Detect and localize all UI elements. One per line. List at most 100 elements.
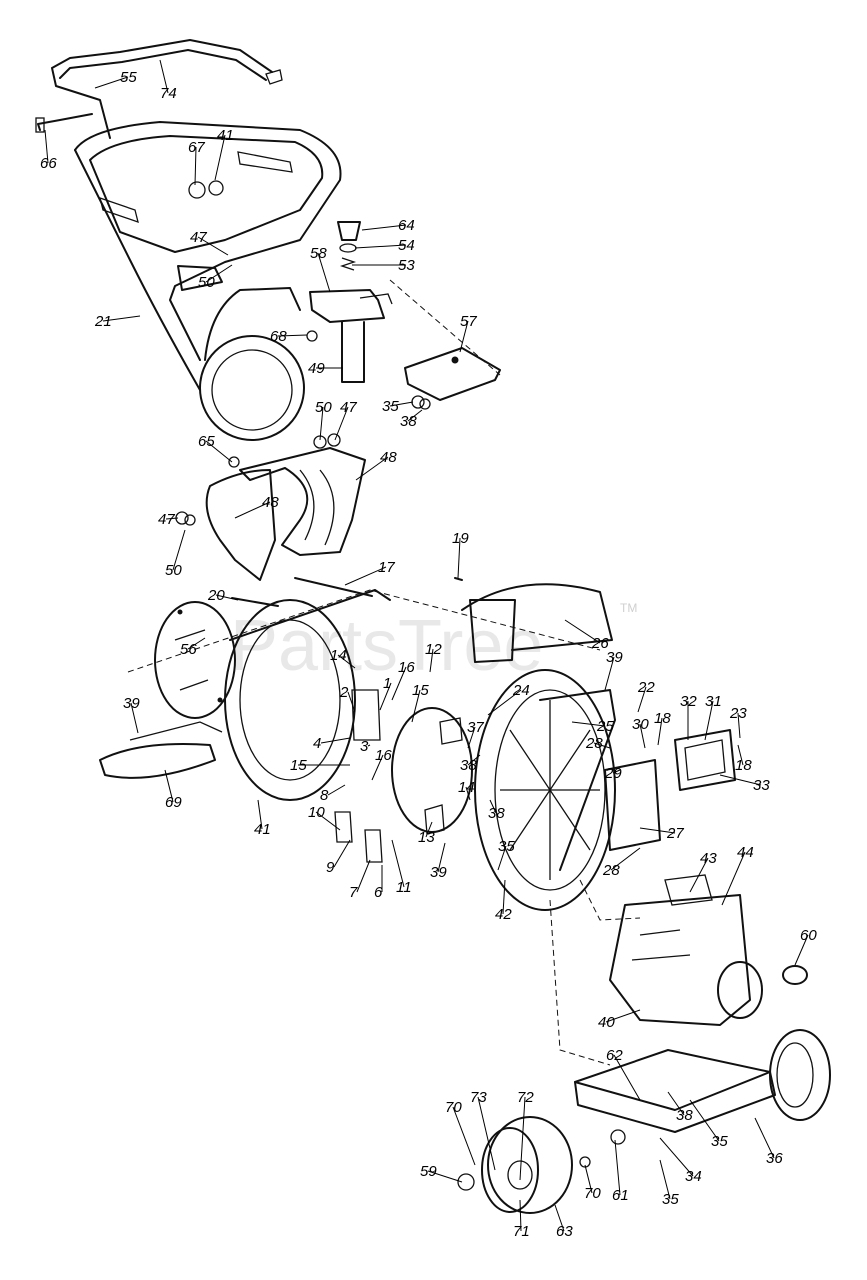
callout-label-c44: 44 — [737, 844, 754, 861]
callout-leader-c26 — [564, 619, 601, 644]
callout-label-c47a: 47 — [190, 229, 207, 246]
callout-label-c70b: 70 — [584, 1185, 601, 1202]
callout-label-c64: 64 — [398, 217, 415, 234]
callout-leader-c64 — [361, 224, 407, 231]
callout-leader-c62 — [613, 1054, 641, 1101]
engine-part — [609, 874, 763, 1026]
callout-leader-c30 — [639, 723, 646, 749]
callout-label-c41b: 41 — [254, 821, 271, 838]
callout-label-c43: 43 — [700, 850, 717, 867]
callout-label-c35d: 35 — [662, 1191, 679, 1208]
callout-label-c27: 27 — [666, 825, 684, 842]
callout-label-c17: 17 — [378, 559, 395, 576]
callout-leader-c29 — [612, 769, 621, 774]
callout-leader-c70b — [584, 1164, 593, 1194]
callout-leader-c39a — [604, 656, 615, 691]
callout-leader-c68 — [277, 334, 308, 337]
shaft-and-bolts-part — [231, 577, 463, 607]
callout-leader-c35b — [497, 845, 507, 871]
callout-label-c21: 21 — [94, 313, 112, 330]
callout-leader-c25 — [571, 721, 606, 727]
callout-label-c39c: 39 — [430, 864, 447, 881]
callout-label-c70a: 70 — [445, 1099, 462, 1116]
callout-leader-c72 — [519, 1096, 526, 1181]
callout-label-c39b: 39 — [123, 695, 140, 712]
callout-label-c25: 25 — [596, 718, 614, 735]
callout-leader-c4 — [320, 737, 351, 744]
callout-label-c67: 67 — [188, 139, 205, 156]
callout-leader-c70a — [452, 1106, 476, 1166]
callout-leader-c67 — [194, 146, 197, 186]
callout-leader-c13 — [425, 821, 433, 838]
callout-leader-c50c — [172, 529, 186, 571]
assembly-guide-lines — [127, 279, 641, 1066]
callout-leader-c47b — [334, 406, 349, 441]
callout-leader-c38a — [407, 409, 423, 422]
callout-leader-c47a — [197, 236, 229, 256]
callout-leader-c10 — [315, 811, 341, 831]
callout-leader-c16b — [371, 754, 384, 781]
callout-label-c28a: 28 — [585, 735, 603, 752]
callout-label-c38d: 38 — [676, 1107, 693, 1124]
callout-leader-c40 — [605, 1009, 641, 1023]
callout-leader-c39c — [437, 842, 446, 873]
callout-label-c63: 63 — [556, 1223, 573, 1240]
watermark-text: PartsTree — [230, 606, 543, 686]
callout-leader-c28a — [593, 742, 611, 749]
callout-leader-c9 — [333, 839, 351, 868]
callout-label-c35a: 35 — [382, 398, 399, 415]
callout-leader-c8 — [327, 784, 346, 796]
callout-leader-c43 — [689, 857, 709, 893]
callout-leader-c14a — [337, 654, 356, 669]
callout-leader-c22 — [637, 686, 647, 713]
callout-label-c48a: 48 — [380, 449, 397, 466]
callout-leader-c35d — [659, 1159, 671, 1200]
callout-label-c39a: 39 — [606, 649, 623, 666]
front-wheel-part — [457, 1116, 626, 1214]
callout-leader-c38b — [467, 754, 481, 766]
callout-leader-c38c — [489, 799, 497, 814]
callout-label-c7: 7 — [349, 884, 358, 901]
upper-shield-part — [461, 583, 613, 663]
callout-leader-c28b — [610, 847, 641, 871]
callout-leader-c35a — [389, 401, 414, 407]
callout-label-c35c: 35 — [711, 1133, 728, 1150]
callout-label-c66: 66 — [40, 155, 57, 172]
callout-label-c28b: 28 — [602, 862, 620, 879]
callout-leader-c33 — [719, 774, 762, 786]
callout-leader-c20 — [215, 594, 239, 601]
callout-label-c36: 36 — [766, 1150, 783, 1167]
callout-leader-c21 — [102, 315, 141, 322]
callout-label-c65: 65 — [198, 433, 215, 450]
callout-label-c74: 74 — [160, 85, 177, 102]
callout-leader-c27 — [639, 827, 676, 834]
callout-label-c23: 23 — [729, 705, 747, 722]
callout-label-c40: 40 — [598, 1014, 615, 1031]
hopper-part — [74, 121, 342, 391]
callout-leader-c41b — [257, 799, 263, 830]
callout-label-c35b: 35 — [498, 838, 515, 855]
rear-wheel-part — [769, 1029, 831, 1121]
callout-leader-c59 — [427, 1170, 463, 1183]
callout-leader-c73 — [477, 1096, 496, 1171]
watermark-trademark: TM — [620, 601, 637, 615]
callout-leader-c42 — [502, 879, 506, 915]
callout-label-c24: 24 — [512, 682, 530, 699]
callout-leader-c15a — [411, 689, 421, 723]
callout-leader-c16a — [391, 666, 407, 701]
callout-label-c56: 56 — [180, 641, 197, 658]
callout-label-c50b: 50 — [315, 399, 332, 416]
belt-guard-part — [674, 729, 736, 791]
rotor-housing-part — [224, 589, 391, 801]
callout-leader-c56 — [187, 637, 206, 650]
callout-leader-c63 — [554, 1204, 565, 1232]
callout-label-c2: 2 — [339, 684, 349, 701]
deflector-knob-part — [337, 221, 361, 271]
callout-label-c34: 34 — [685, 1168, 702, 1185]
callout-label-c41a: 41 — [217, 127, 234, 144]
callout-leader-c14b — [465, 786, 471, 801]
callout-label-c62: 62 — [606, 1047, 623, 1064]
callout-label-c22: 22 — [637, 679, 655, 696]
callout-label-c14b: 14 — [458, 779, 475, 796]
